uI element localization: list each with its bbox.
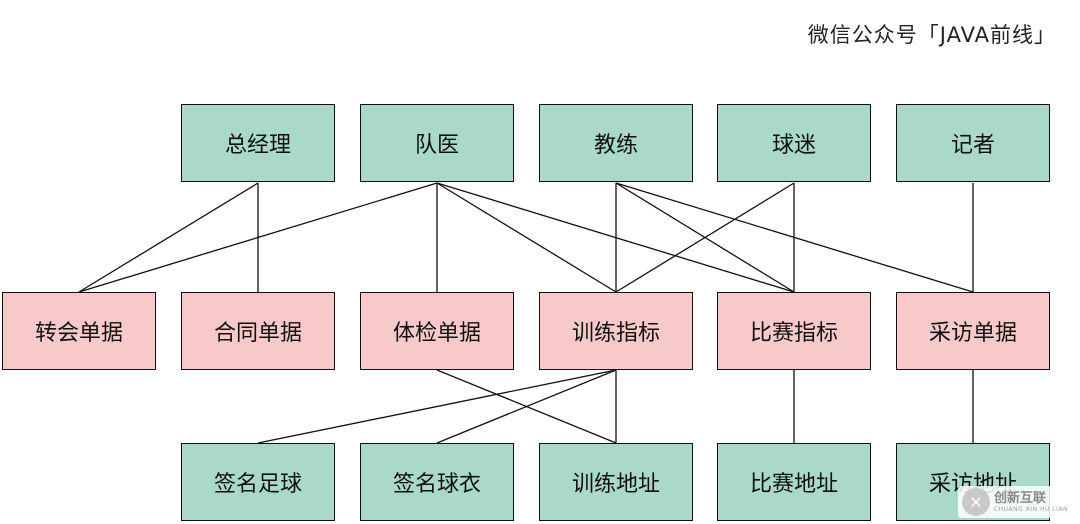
brand-logo-icon: ✕ <box>961 488 990 516</box>
node-fan: 球迷 <box>717 104 871 182</box>
link-doctor-training <box>436 182 617 293</box>
node-signed-jersey: 签名球衣 <box>360 443 514 521</box>
brand-logo: ✕ 创新互联 CHUANG XIN HU LIAN <box>957 486 1074 518</box>
link-training-jersey <box>436 369 617 444</box>
node-coach: 教练 <box>539 104 693 182</box>
node-transfer-form: 转会单据 <box>2 292 156 370</box>
node-training-address: 训练地址 <box>539 443 693 521</box>
link-training-football <box>257 369 617 444</box>
node-physical-exam-form: 体检单据 <box>360 292 514 370</box>
node-general-manager: 总经理 <box>181 104 335 182</box>
node-contract-form: 合同单据 <box>181 292 335 370</box>
link-doctor-transfer <box>78 182 438 293</box>
brand-logo-subtext: CHUANG XIN HU LIAN <box>993 505 1068 513</box>
node-team-doctor: 队医 <box>360 104 514 182</box>
link-gm-transfer <box>78 182 259 293</box>
node-training-metrics: 训练指标 <box>539 292 693 370</box>
watermark-text: 微信公众号「JAVA前线」 <box>807 23 1056 47</box>
node-reporter: 记者 <box>896 104 1050 182</box>
node-interview-form: 采访单据 <box>896 292 1050 370</box>
brand-logo-text: 创新互联 <box>993 490 1046 506</box>
node-match-metrics: 比赛指标 <box>717 292 871 370</box>
link-fan-training <box>615 182 795 293</box>
node-signed-football: 签名足球 <box>181 443 335 521</box>
node-match-address: 比赛地址 <box>717 443 871 521</box>
